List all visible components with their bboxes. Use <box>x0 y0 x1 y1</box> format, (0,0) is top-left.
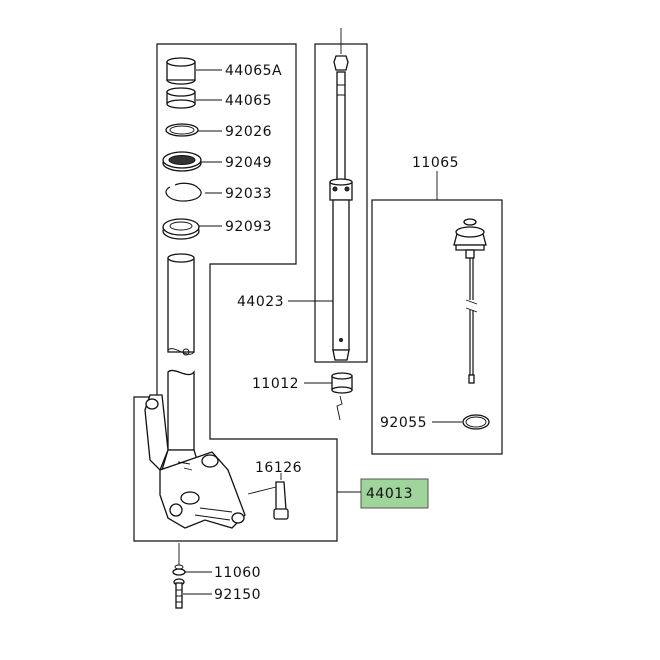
dust-seal-92093 <box>162 218 200 240</box>
callout-44013: 44013 <box>366 486 413 502</box>
adjuster-16126 <box>247 481 289 520</box>
callout-44065: 44065 <box>225 93 272 109</box>
callout-11012: 11012 <box>252 376 299 392</box>
callout-11065: 11065 <box>412 155 459 171</box>
callout-92033: 92033 <box>225 186 272 202</box>
bushing-44065a <box>166 57 196 85</box>
assembly-frame-left <box>133 43 338 542</box>
bushing-11012 <box>331 372 353 394</box>
callout-16126: 16126 <box>255 460 302 476</box>
circlip-92033 <box>165 182 202 202</box>
damper-rod-44023 <box>329 28 353 361</box>
callout-92093: 92093 <box>225 219 272 235</box>
inner-tube <box>167 253 195 356</box>
callout-92150: 92150 <box>214 587 261 603</box>
washer-11060 <box>172 564 186 576</box>
washer-92026 <box>165 123 199 137</box>
highlight-box-44013 <box>360 478 429 509</box>
callout-92049: 92049 <box>225 155 272 171</box>
callout-92055: 92055 <box>380 415 427 431</box>
bushing-44065 <box>166 87 196 109</box>
cartridge-11065 <box>453 218 487 384</box>
o-ring-92055 <box>462 414 490 430</box>
callout-44023: 44023 <box>237 294 284 310</box>
oil-seal-92049 <box>162 151 202 172</box>
callout-92026: 92026 <box>225 124 272 140</box>
callout-11060: 11060 <box>214 565 261 581</box>
bolt-92150 <box>173 578 185 609</box>
fork-leg-44013 <box>144 369 246 529</box>
callout-44065a: 44065A <box>225 63 282 79</box>
damper-frame <box>314 43 368 363</box>
